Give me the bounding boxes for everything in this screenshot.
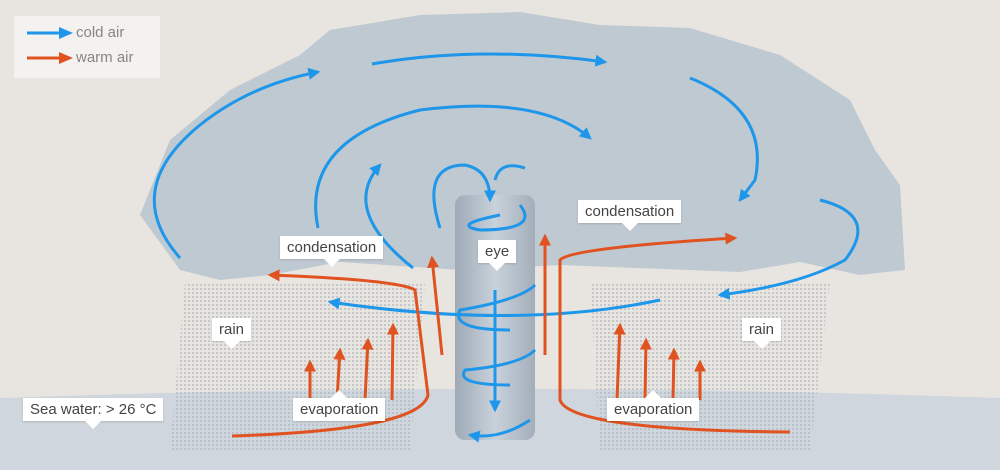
red-arrow-icon <box>27 52 73 65</box>
label-eye: eye <box>478 240 517 271</box>
label-sea-water: Sea water: > 26 °C <box>23 398 164 429</box>
rain-left <box>170 282 425 450</box>
label-evaporation-right: evaporation <box>607 390 700 421</box>
label-rain-left: rain <box>212 318 252 349</box>
cold-air-arrows <box>152 52 860 443</box>
label-rain-right: rain <box>742 318 782 349</box>
legend: cold air warm air <box>14 16 160 78</box>
warm-air-arrows <box>231 232 791 438</box>
cloud <box>140 12 905 280</box>
label-evaporation-left: evaporation <box>293 390 386 421</box>
blue-arrow-icon <box>27 27 73 40</box>
label-condensation-left: condensation <box>280 236 384 267</box>
label-condensation-right: condensation <box>578 200 682 231</box>
legend-cold-label: cold air <box>76 24 125 41</box>
legend-warm: warm air <box>27 49 134 66</box>
legend-warm-label: warm air <box>76 49 134 66</box>
legend-cold: cold air <box>27 24 124 41</box>
